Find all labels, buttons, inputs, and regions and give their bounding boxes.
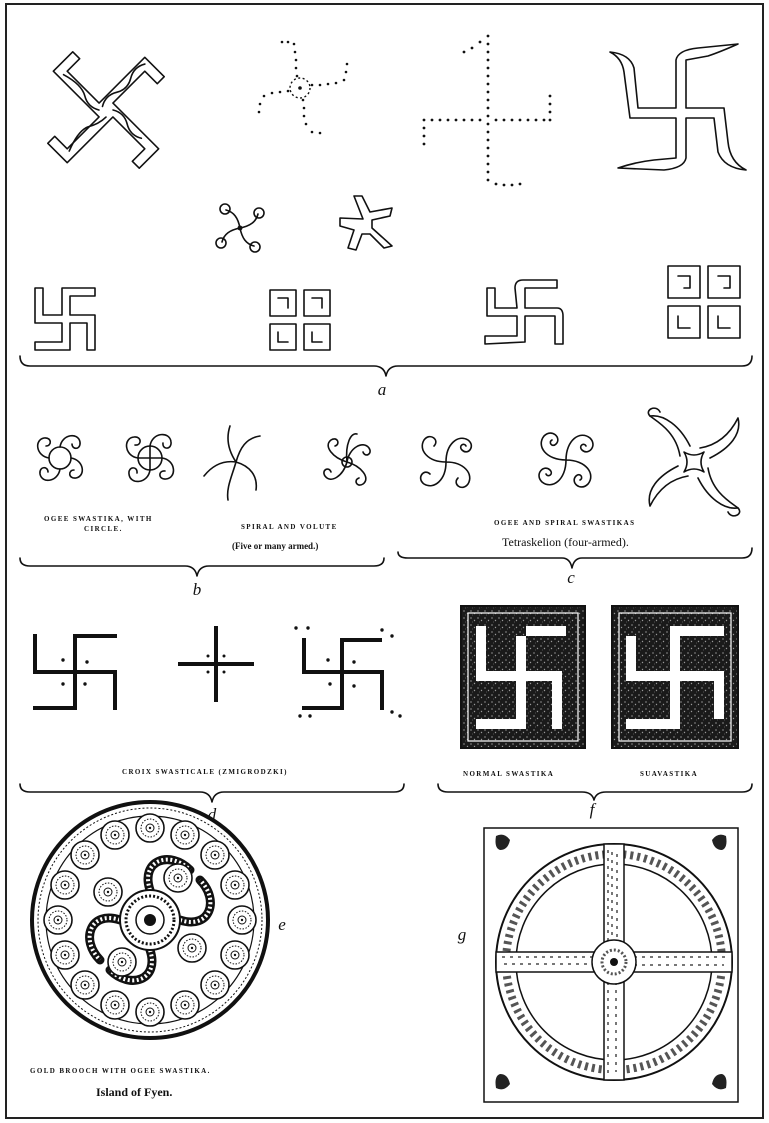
ogee-circle-swastika (38, 436, 83, 481)
caption-fyen: Island of Fyen. (96, 1085, 172, 1099)
caption-ogee-circle-2: CIRCLE. (84, 525, 123, 533)
ogee-spiral-swastika-2 (539, 433, 593, 487)
group-d-figures (35, 626, 402, 717)
brace-f (438, 784, 752, 800)
dotted-curved-swastika (258, 41, 349, 135)
square-outlined-swastika (35, 288, 95, 350)
brace-d (20, 784, 404, 802)
caption-tetraskelion: Tetraskelion (four-armed). (502, 535, 629, 549)
ogee-circle-swastika-2 (127, 435, 174, 482)
tetraskelion (648, 408, 739, 516)
group-b-figures (38, 408, 740, 516)
volute-five-armed (324, 434, 370, 485)
letter-a: a (378, 380, 387, 399)
letter-e: e (278, 915, 286, 934)
caption-brooch: GOLD BROOCH WITH OGEE SWASTIKA. (30, 1067, 211, 1075)
caption-five-armed: (Five or many armed.) (232, 541, 318, 551)
brace-a (20, 356, 752, 376)
curved-hooked-swastika (610, 44, 746, 170)
caption-suavastika: SUAVASTIKA (640, 770, 698, 778)
caption-ogee-spiral: OGEE AND SPIRAL SWASTIKAS (494, 519, 635, 527)
letter-c: c (567, 568, 575, 587)
dotted-straight-swastika (423, 35, 552, 187)
key-meander-swastika (668, 266, 740, 338)
letter-g: g (458, 925, 467, 944)
normal-swastika-block (461, 606, 585, 748)
group-a-figures (15, 19, 752, 376)
letter-f: f (590, 800, 597, 819)
croix-swasticale-2 (294, 626, 401, 717)
gold-brooch (32, 802, 268, 1038)
croix-swasticale-1 (35, 636, 115, 708)
brace-c (398, 548, 752, 568)
suavastika-block (612, 606, 738, 748)
ogee-spiral-swastika (421, 437, 472, 488)
group-f-figures (461, 606, 738, 748)
caption-spiral-volute: SPIRAL AND VOLUTE (241, 523, 338, 531)
meander-swastika (270, 290, 330, 350)
caption-normal-swastika: NORMAL SWASTIKA (463, 770, 554, 778)
caption-ogee-circle-1: OGEE SWASTIKA, WITH (44, 515, 153, 523)
spiral-end-swastika (216, 204, 264, 252)
croix-plain-cross (180, 628, 252, 700)
rounded-outlined-swastika (485, 280, 563, 344)
letter-b: b (193, 580, 202, 599)
bent-outlined-swastika (340, 196, 392, 250)
caption-croix: CROIX SWASTICALE (ZMIGRODZKI) (122, 768, 288, 776)
calendar-wheel (484, 828, 738, 1102)
spiral-many-armed (204, 426, 260, 500)
outlined-wavy-swastika (15, 19, 198, 202)
brace-b (20, 558, 384, 576)
